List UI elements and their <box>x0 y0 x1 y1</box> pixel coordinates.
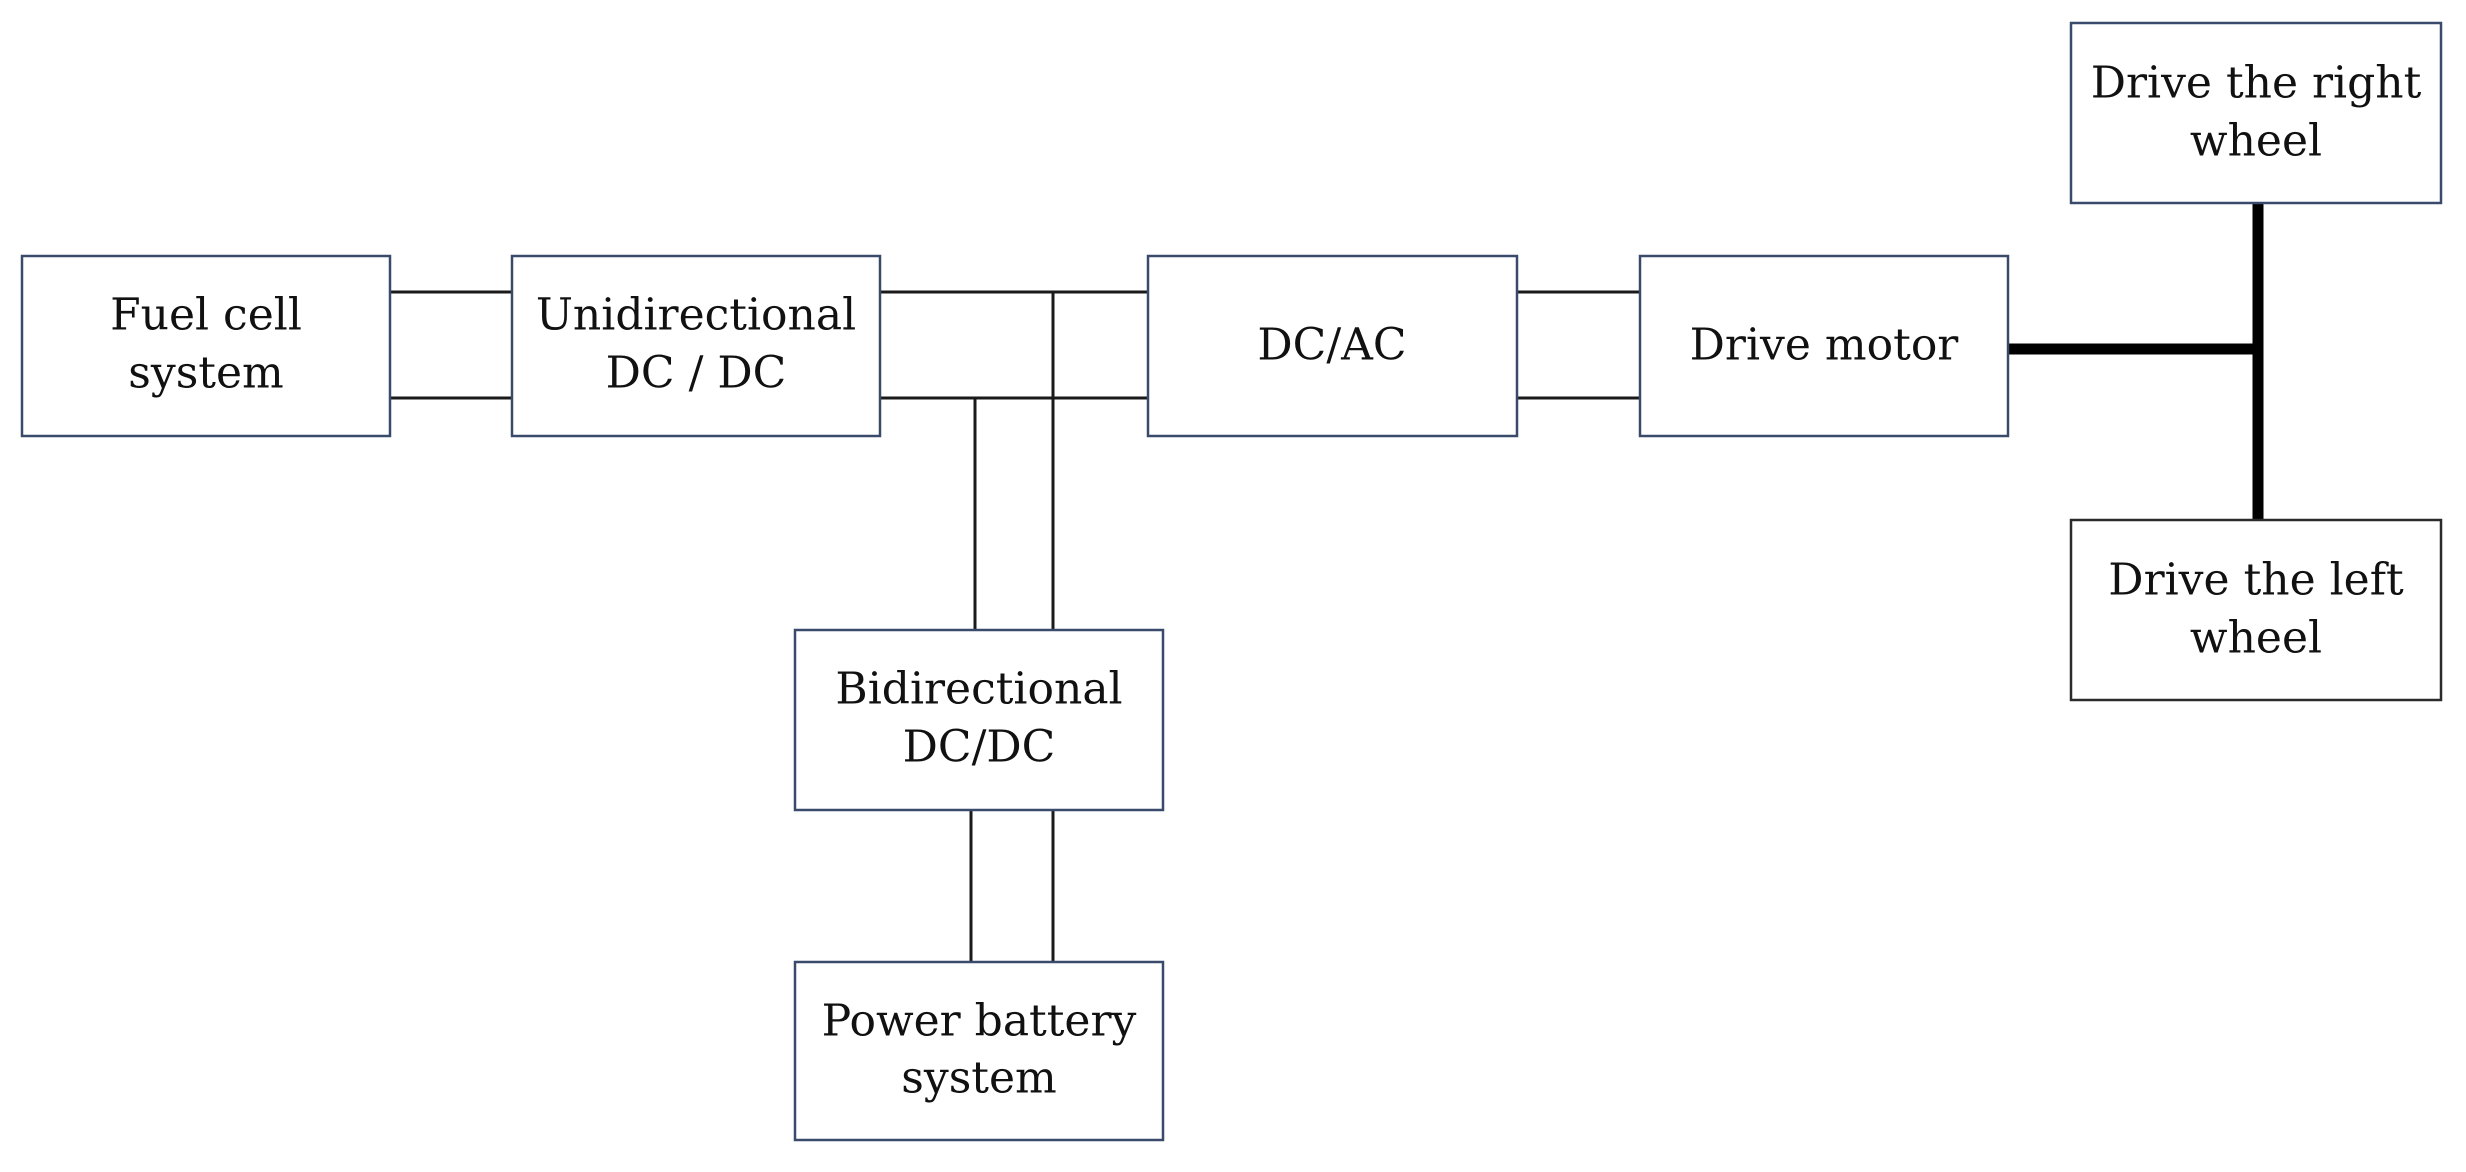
block-power-battery-system-label-line1: Power battery <box>822 996 1137 1047</box>
block-bidirectional-dcdc: Bidirectional DC/DC <box>793 628 1165 812</box>
block-dcac-label: DC/AC <box>1257 320 1406 371</box>
block-power-battery-system-label-line2: system <box>901 1053 1056 1104</box>
block-drive-motor: Drive motor <box>1638 254 2010 438</box>
mechanical-shaft <box>2008 202 2264 520</box>
block-power-battery-system-frame <box>793 960 1165 1142</box>
block-power-battery-system: Power battery system <box>793 960 1165 1142</box>
block-drive-motor-frame <box>1638 254 2010 438</box>
block-unidirectional-dcdc-label-line1: Unidirectional <box>536 290 856 341</box>
block-fuel-cell-system-label-line1: Fuel cell <box>110 290 302 341</box>
block-fuel-cell-system: Fuel cell system <box>20 254 392 438</box>
block-drive-left-wheel-label-line1: Drive the left <box>2108 555 2404 606</box>
block-drive-right-wheel: Drive the right wheel <box>2069 21 2443 205</box>
block-bidirectional-dcdc-frame <box>793 628 1165 812</box>
block-dcac: DC/AC <box>1146 254 1519 438</box>
block-drive-left-wheel-frame <box>2069 518 2443 702</box>
block-fuel-cell-system-frame <box>20 254 392 438</box>
block-unidirectional-dcdc: Unidirectional DC / DC <box>510 254 882 438</box>
block-dcac-frame <box>1146 254 1519 438</box>
block-unidirectional-dcdc-label-line2: DC / DC <box>606 348 787 399</box>
connection-wires <box>390 290 1640 962</box>
block-drive-left-wheel: Drive the left wheel <box>2069 518 2443 702</box>
block-drive-left-wheel-label-line2: wheel <box>2190 613 2322 664</box>
block-bidirectional-dcdc-label-line2: DC/DC <box>903 722 1056 773</box>
block-drive-right-wheel-frame <box>2069 21 2443 205</box>
block-unidirectional-dcdc-frame <box>510 254 882 438</box>
block-drive-right-wheel-label-line2: wheel <box>2190 116 2322 167</box>
block-bidirectional-dcdc-label-line1: Bidirectional <box>835 664 1122 715</box>
block-fuel-cell-system-label-line2: system <box>128 348 283 399</box>
block-drive-right-wheel-label-line1: Drive the right <box>2091 58 2422 109</box>
block-drive-motor-label: Drive motor <box>1690 320 1960 371</box>
